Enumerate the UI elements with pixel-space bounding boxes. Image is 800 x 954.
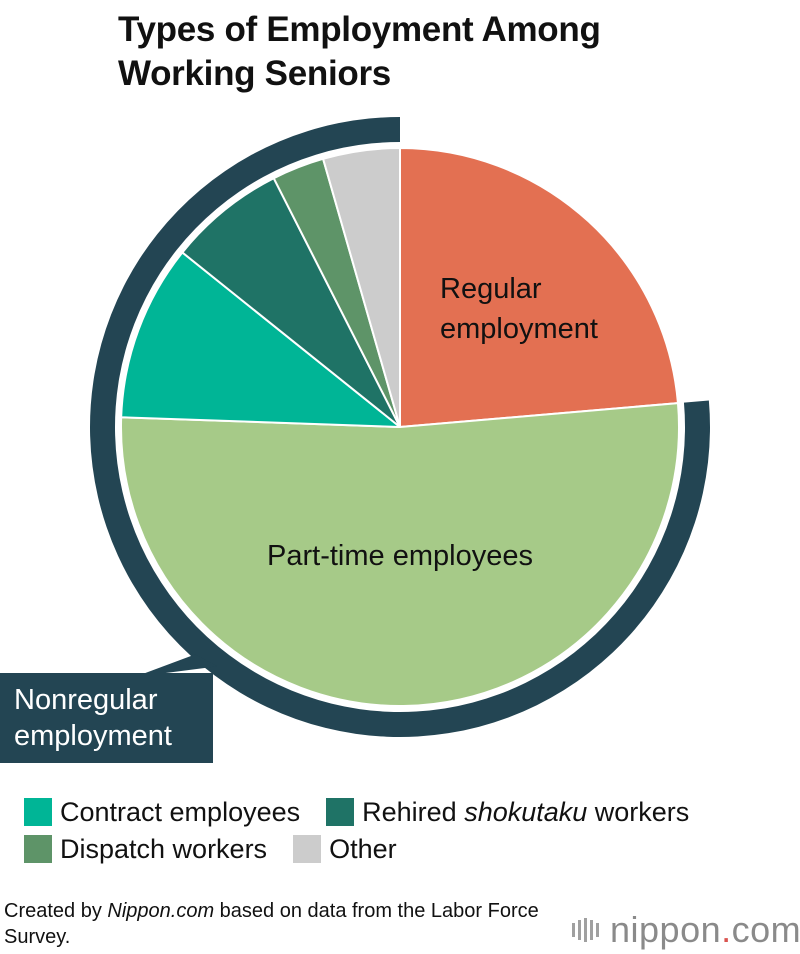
legend-item-rehired-shokutaku-workers: Rehired shokutaku workers xyxy=(326,798,689,826)
legend-row-2: Dispatch workers Other xyxy=(24,835,397,863)
legend-row-1: Contract employees Rehired shokutaku wor… xyxy=(24,798,689,826)
slice-labels-layer: NonregularemploymentRegularemploymentPar… xyxy=(14,273,598,752)
slice-label-part-time-employees: Part-time employees xyxy=(267,540,533,572)
nonregular-callout-box xyxy=(0,673,213,763)
legend-item-other: Other xyxy=(293,835,397,863)
legend-label: Contract employees xyxy=(60,797,301,827)
slice-label-regular-employment: Regular xyxy=(440,273,542,305)
nippon-com-logo: nippon.com xyxy=(572,909,800,950)
pie-slice-other xyxy=(322,147,401,428)
brand-name: nippon xyxy=(610,909,722,950)
chart-title-line-2: Working Seniors xyxy=(118,54,391,93)
nonregular-callout-label: employment xyxy=(14,720,172,752)
legend-label: Other xyxy=(329,834,397,864)
legend-label: Rehired shokutaku workers xyxy=(362,797,690,827)
nonregular-callout-pointer xyxy=(140,654,218,675)
pie-slice-rehired-shokutaku-workers xyxy=(181,177,401,428)
brand-bars-icon xyxy=(572,917,602,943)
nonregular-band-layer xyxy=(0,117,710,763)
legend-item-contract-employees: Contract employees xyxy=(24,798,300,826)
chart-title: Types of Employment Among Working Senior… xyxy=(118,8,758,96)
pie-slice-regular-employment xyxy=(399,147,679,428)
brand-dot: . xyxy=(721,909,732,950)
legend-swatch xyxy=(326,798,355,826)
legend-swatch xyxy=(24,798,52,826)
legend-item-dispatch-workers: Dispatch workers xyxy=(24,835,267,863)
pie-slice-part-time-employees xyxy=(120,402,680,707)
brand-tld: com xyxy=(731,909,800,950)
chart-title-line-1: Types of Employment Among xyxy=(118,10,601,49)
source-note: Created by Nippon.com based on data from… xyxy=(4,900,539,948)
nonregular-callout-label: Nonregular xyxy=(14,684,158,716)
legend-swatch xyxy=(24,835,52,863)
pie-slice-contract-employees xyxy=(120,251,401,428)
pie-slices-layer xyxy=(120,147,680,707)
pie-chart: NonregularemploymentRegularemploymentPar… xyxy=(0,117,710,763)
legend-label: Dispatch workers xyxy=(60,834,268,864)
legend-swatch xyxy=(293,835,322,863)
slice-label-regular-employment: employment xyxy=(440,313,598,345)
